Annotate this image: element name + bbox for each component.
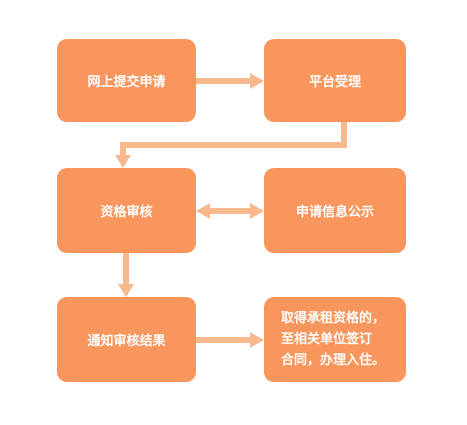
arrowhead-n4 — [250, 203, 264, 219]
flow-node-notify-result: 通知审核结果 — [57, 297, 196, 382]
arrowhead-n5 — [118, 284, 134, 297]
arrowhead-n3-top — [115, 155, 131, 168]
arrowhead-n2 — [250, 73, 264, 89]
node-label: 通知审核结果 — [87, 334, 166, 349]
flow-node-sign-contract: 取得承租资格的， 至相关单位签订 合同，办理入住。 — [264, 297, 406, 382]
flow-node-online-submit: 网上提交申请 — [57, 39, 196, 122]
arrowhead-n6 — [250, 332, 264, 348]
node-label: 取得承租资格的， 至相关单位签订 合同，办理入住。 — [281, 311, 386, 368]
flow-node-platform-accept: 平台受理 — [264, 39, 406, 122]
node-label: 资格审核 — [100, 205, 153, 220]
node-label: 网上提交申请 — [87, 75, 166, 90]
flow-node-application-publicity: 申请信息公示 — [264, 168, 406, 253]
node-label: 申请信息公示 — [295, 205, 374, 220]
edge-n2-n3 — [120, 122, 347, 157]
node-label: 平台受理 — [308, 75, 361, 90]
flow-node-qualification-review: 资格审核 — [57, 168, 196, 253]
arrowhead-n3-left — [196, 203, 210, 219]
